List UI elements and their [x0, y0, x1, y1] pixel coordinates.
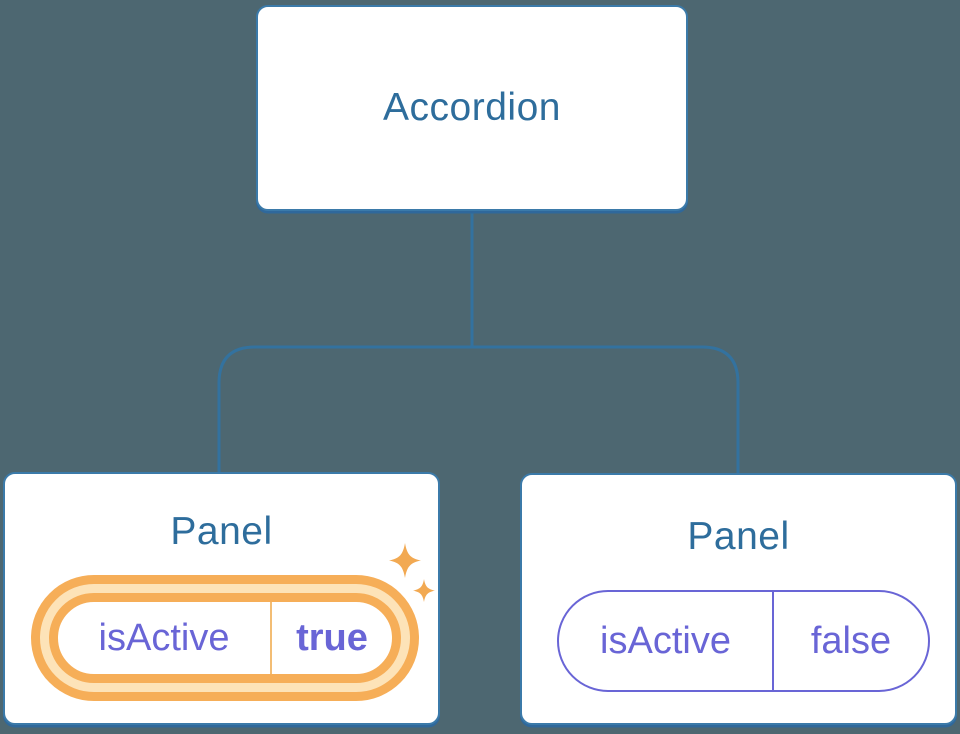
state-pill-active: isActive true — [31, 575, 419, 701]
state-value-label: false — [810, 619, 892, 662]
root-component-label: Accordion — [383, 86, 561, 129]
root-component-card: Accordion — [256, 5, 688, 211]
state-name-label: isActive — [559, 592, 774, 690]
panel-label: Panel — [170, 510, 273, 553]
panel-label: Panel — [687, 515, 790, 558]
state-value-label: true — [296, 616, 368, 659]
state-pill-active-inner: isActive true — [49, 593, 401, 683]
state-pill-inactive: isActive false — [557, 590, 930, 692]
state-name-label: isActive — [58, 602, 272, 674]
panel-card-inactive: Panel isActive false — [520, 473, 957, 725]
panel-card-active: Panel isActive true — [3, 472, 440, 725]
